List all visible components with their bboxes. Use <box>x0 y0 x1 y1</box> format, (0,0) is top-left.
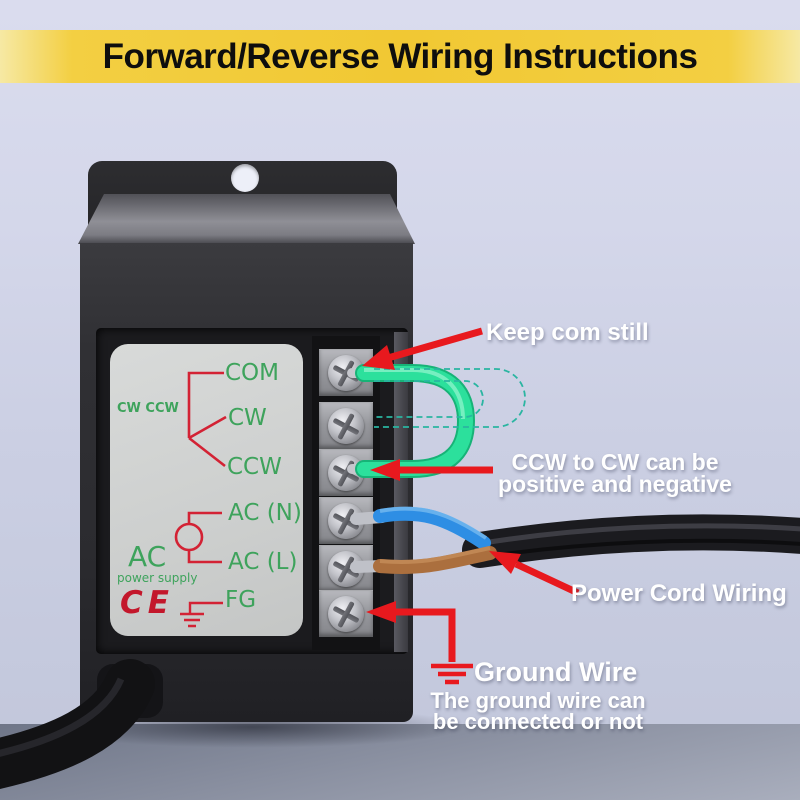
ac-label: AC <box>128 540 167 573</box>
recess-right-edge <box>394 332 408 652</box>
ground-wire-note: The ground wire can be connected or not <box>410 688 666 734</box>
screw-icon <box>328 408 364 444</box>
cwccw-heading: CW CCW <box>117 401 179 416</box>
screw-icon <box>328 596 364 632</box>
power-supply-label: power supply <box>117 571 198 585</box>
ground-symbol-icon <box>431 663 473 685</box>
ac-n-terminal-label: AC (N) <box>228 500 302 526</box>
com-terminal-label: COM <box>225 360 280 386</box>
terminal-5-ac-l <box>319 545 373 592</box>
ce-mark-icon: CE <box>120 585 174 621</box>
ground-wire-note-line2: be connected or not <box>432 709 644 734</box>
keep-com-still-label: Keep com still <box>486 319 649 346</box>
ac-l-terminal-label: AC (L) <box>228 549 298 575</box>
ccw-cw-note-line2: positive and negative <box>498 471 732 497</box>
power-cord <box>462 514 800 568</box>
ccw-cw-note: CCW to CW can be positive and negative <box>494 449 736 497</box>
fg-terminal-label: FG <box>225 587 257 613</box>
terminal-4-ac-n <box>319 497 373 544</box>
terminal-1-com <box>319 349 373 396</box>
title-banner: Forward/Reverse Wiring Instructions <box>0 30 800 83</box>
terminal-6-fg <box>319 590 373 637</box>
mounting-hole <box>231 164 259 192</box>
screw-icon <box>328 355 364 391</box>
power-cord-wiring-label: Power Cord Wiring <box>571 580 787 607</box>
screw-icon <box>328 455 364 491</box>
terminal-3-ccw <box>319 449 373 496</box>
cw-terminal-label: CW <box>228 405 267 431</box>
ccw-cw-note-line1: CCW to CW can be <box>511 449 719 475</box>
ccw-terminal-label: CCW <box>227 454 282 480</box>
cable-gland <box>97 664 163 718</box>
power-cord-arrow <box>489 551 580 597</box>
ground-wire-title: Ground Wire <box>474 657 638 687</box>
wiring-label-panel: CW CCW COM CW CCW AC (N) AC (L) AC power… <box>110 344 303 636</box>
device-top-face <box>78 194 415 244</box>
screw-icon <box>328 551 364 587</box>
ground-wire-note-line1: The ground wire can <box>430 688 646 713</box>
page-title: Forward/Reverse Wiring Instructions <box>102 36 698 76</box>
screw-icon <box>328 503 364 539</box>
terminal-2-cw <box>319 402 373 449</box>
